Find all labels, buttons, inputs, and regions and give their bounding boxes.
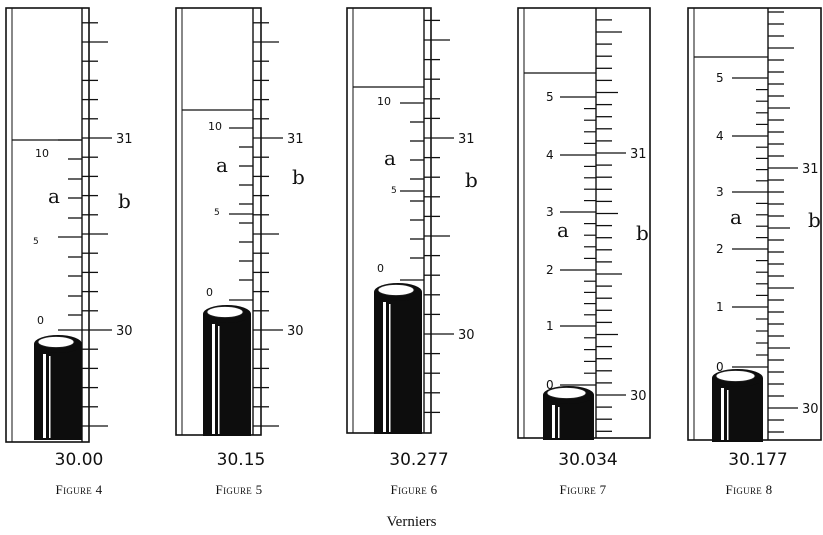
vernier-letter-a: a — [557, 218, 569, 242]
vernier-label-0: 0 — [377, 262, 384, 275]
vernier-letter-a: a — [216, 153, 228, 177]
scale-label-30: 30 — [116, 324, 133, 339]
scale-letter-b: b — [292, 165, 305, 189]
scale-label-31: 31 — [802, 162, 819, 177]
vernier-figure-4: 31 30 10 5 0 a b — [5, 7, 133, 443]
meniscus-highlight — [546, 387, 587, 399]
vernier-label-5: 5 — [716, 71, 724, 85]
mercury-body — [374, 292, 422, 434]
vernier-label-0: 0 — [546, 378, 554, 392]
vernier-figure-5: 31 30 10 5 0 a b — [175, 7, 305, 436]
column-highlight — [212, 324, 215, 434]
scale-label-31: 31 — [287, 132, 304, 147]
column-highlight — [218, 326, 220, 434]
scale-label-30: 30 — [802, 402, 819, 417]
figure-number: 5 — [255, 482, 263, 497]
scale-letter-b: b — [465, 168, 478, 192]
reading-value: 30.177 — [728, 450, 788, 470]
scale-label-31: 31 — [116, 132, 133, 147]
vernier-label-0: 0 — [37, 314, 44, 327]
vernier-label-3: 3 — [716, 185, 724, 199]
column-highlight — [383, 302, 386, 432]
column-highlight — [727, 390, 729, 440]
scale-letter-b: b — [808, 208, 821, 232]
mercury-column — [34, 335, 82, 440]
vernier-label-5: 5 — [33, 237, 39, 247]
column-highlight — [558, 407, 560, 438]
scale-label-30: 30 — [458, 328, 475, 343]
vernier-label-4: 4 — [716, 129, 724, 143]
vernier-label-10: 10 — [377, 95, 391, 108]
column-highlight — [552, 405, 555, 438]
figure-number: 6 — [430, 482, 438, 497]
column-highlight — [389, 304, 391, 432]
figure-label: Figure 8 — [689, 482, 809, 498]
meniscus-highlight — [37, 336, 75, 348]
figure-word: Figure — [215, 482, 253, 497]
column-highlight — [721, 388, 724, 440]
tube-frame — [687, 7, 822, 441]
vernier-label-0: 0 — [716, 360, 724, 374]
scale-label-31: 31 — [630, 147, 647, 162]
vernier-label-3: 3 — [546, 205, 554, 219]
column-highlight — [43, 354, 46, 438]
vernier-letter-a: a — [48, 184, 60, 208]
vernier-label-2: 2 — [716, 242, 724, 256]
vernier-letter-a: a — [384, 146, 396, 170]
vernier-label-1: 1 — [546, 319, 554, 333]
vernier-figure-8: 31 30 5 4 3 2 1 0 a b — [687, 7, 822, 442]
figure-label: Figure 7 — [523, 482, 643, 498]
vernier-letter-a: a — [730, 205, 742, 229]
figure-label: Figure 5 — [179, 482, 299, 498]
scale-label-31: 31 — [458, 132, 475, 147]
vernier-label-5: 5 — [546, 90, 554, 104]
vernier-label-5: 5 — [214, 208, 220, 218]
figure-word: Figure — [725, 482, 763, 497]
vernier-figure-7: 31 30 5 4 3 2 1 0 a b — [517, 7, 651, 440]
figure-word: Figure — [390, 482, 428, 497]
vernier-label-10: 10 — [35, 147, 49, 160]
mercury-body — [34, 344, 82, 440]
reading-value: 30.00 — [54, 450, 104, 470]
figure-label: Figure 6 — [354, 482, 474, 498]
mercury-column — [203, 305, 251, 436]
scale-label-30: 30 — [287, 324, 304, 339]
vernier-label-2: 2 — [546, 263, 554, 277]
vernier-label-10: 10 — [208, 120, 222, 133]
scale-label-30: 30 — [630, 389, 647, 404]
vernier-figure-6: 31 30 10 5 0 a b — [346, 7, 478, 434]
meniscus-highlight — [377, 284, 415, 296]
figure-number: 7 — [599, 482, 607, 497]
figure-label: Figure 4 — [19, 482, 139, 498]
mercury-body — [712, 378, 763, 442]
mercury-column — [712, 369, 763, 442]
reading-value: 30.15 — [216, 450, 266, 470]
mercury-column — [374, 283, 422, 434]
vernier-label-1: 1 — [716, 300, 724, 314]
mercury-body — [203, 314, 251, 436]
vernier-label-4: 4 — [546, 148, 554, 162]
figure-word: Figure — [559, 482, 597, 497]
scale-letter-b: b — [636, 221, 649, 245]
figure-number: 8 — [765, 482, 773, 497]
vernier-label-5: 5 — [391, 186, 397, 196]
meniscus-highlight — [715, 370, 756, 382]
reading-value: 30.277 — [389, 450, 449, 470]
scale-letter-b: b — [118, 189, 131, 213]
figure-word: Figure — [55, 482, 93, 497]
overall-caption: Verniers — [386, 514, 437, 530]
figure-number: 4 — [95, 482, 103, 497]
column-highlight — [49, 356, 51, 438]
reading-value: 30.034 — [558, 450, 618, 470]
vernier-label-0: 0 — [206, 286, 213, 299]
mercury-column — [543, 386, 594, 440]
meniscus-highlight — [206, 306, 244, 318]
